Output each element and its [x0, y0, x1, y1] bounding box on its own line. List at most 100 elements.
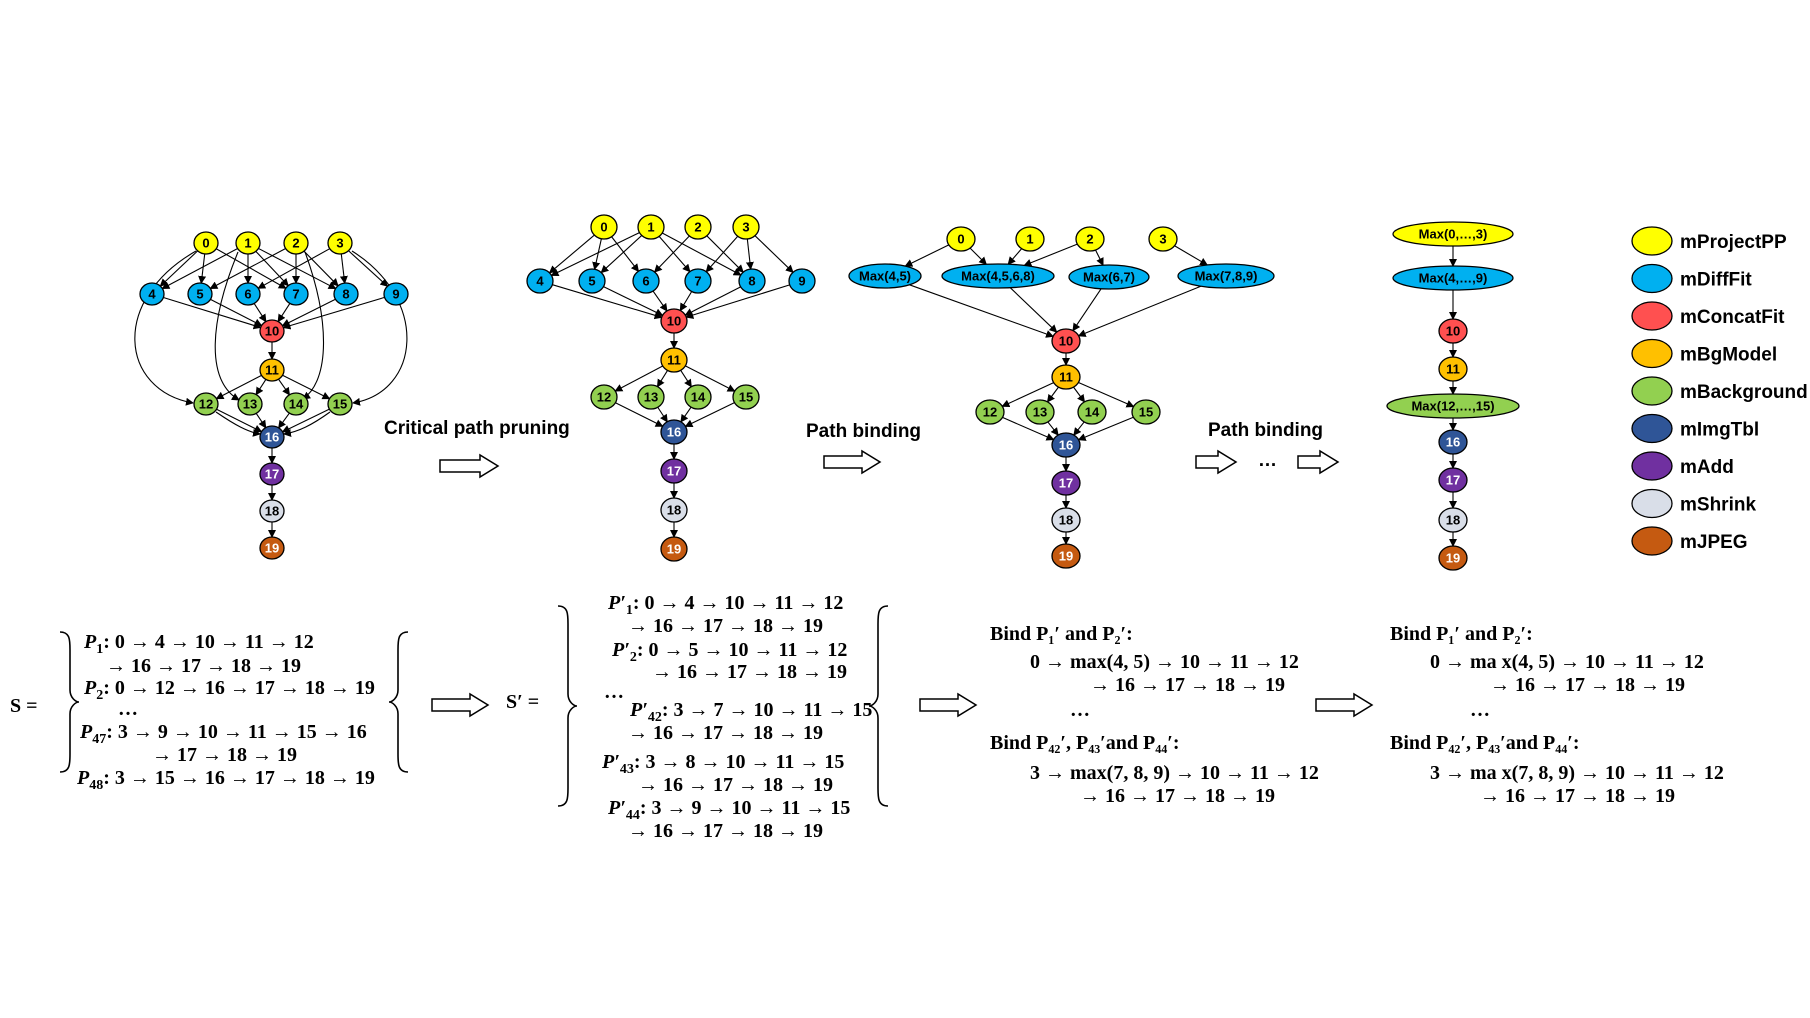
legend-item-mbackground: mBackground	[1631, 376, 1808, 406]
g3-node-18: 18	[1051, 507, 1081, 533]
svg-text:10: 10	[265, 324, 279, 339]
svg-text:11: 11	[265, 363, 279, 378]
svg-text:19: 19	[1059, 549, 1073, 564]
g1-node-12: 12	[193, 392, 219, 416]
svg-text:3: 3	[336, 236, 343, 251]
svg-text:18: 18	[265, 504, 279, 519]
svg-text:19: 19	[1446, 551, 1460, 566]
svg-text:11: 11	[1059, 370, 1073, 385]
formula-s-line-7: P48: 3 → 15 → 16 → 17 → 18 → 19	[76, 767, 375, 793]
g2-node-5: 5	[578, 268, 606, 294]
g1-node-14: 14	[283, 392, 309, 416]
arrow-binding-1	[823, 449, 882, 475]
svg-text:14: 14	[691, 390, 706, 405]
svg-text:16: 16	[265, 430, 279, 445]
g3-node-3: 3	[1148, 226, 1178, 252]
legend-item-mshrink: mShrink	[1631, 488, 1756, 519]
legend-item-mjpeg: mJPEG	[1631, 526, 1748, 556]
svg-text:1: 1	[1026, 232, 1033, 247]
svg-text:13: 13	[644, 390, 658, 405]
svg-text:Max(7,8,9): Max(7,8,9)	[1195, 269, 1258, 284]
svg-text:6: 6	[642, 274, 649, 289]
svg-text:16: 16	[667, 425, 681, 440]
g4-node-18: 18	[1438, 507, 1468, 533]
g1-node-5: 5	[187, 282, 213, 306]
formula-s-line-1: P1: 0 → 4 → 10 → 11 → 12	[83, 631, 314, 657]
g2-node-17: 17	[660, 458, 688, 484]
svg-text:13: 13	[243, 397, 257, 412]
legend-swatch	[1631, 338, 1673, 369]
svg-text:17: 17	[265, 467, 279, 482]
svg-text:16: 16	[1059, 438, 1073, 453]
svg-text:12: 12	[597, 390, 611, 405]
g3-node-13: 13	[1025, 399, 1055, 425]
svg-text:16: 16	[1446, 435, 1460, 450]
bind-block-2-line-2: → 16 → 17 → 18 → 19	[1490, 674, 1685, 696]
legend-label: mDiffFit	[1680, 270, 1752, 291]
bind-block-2-line-4: 3 → ma x(7, 8, 9) → 10 → 11 → 12	[1430, 762, 1724, 784]
label-critical-path-pruning: Critical path pruning	[384, 418, 570, 439]
svg-text:17: 17	[1059, 476, 1073, 491]
legend-label: mJPEG	[1680, 532, 1748, 553]
g2-node-6: 6	[632, 268, 660, 294]
bind-block-1-line-4: 3 → max(7, 8, 9) → 10 → 11 → 12	[1030, 762, 1319, 784]
bind-block-2-line-1: 0 → ma x(4, 5) → 10 → 11 → 12	[1430, 651, 1704, 673]
svg-text:Max(4,5,6,8): Max(4,5,6,8)	[961, 269, 1035, 284]
formula-s-line-6: → 17 → 18 → 19	[152, 744, 297, 766]
svg-text:14: 14	[1085, 405, 1100, 420]
bind-block-1-heading-1: Bind P₁′ and P₂′:	[990, 623, 1133, 645]
arrow-formula-1	[431, 692, 490, 718]
svg-text:17: 17	[667, 464, 681, 479]
svg-text:1: 1	[244, 236, 251, 251]
g1-node-19: 19	[259, 536, 285, 560]
g3-merged-node-1: Max(4,5)	[848, 263, 922, 289]
svg-text:14: 14	[289, 397, 304, 412]
formula-sprime-line-8: P′43: 3 → 8 → 10 → 11 → 15	[601, 751, 844, 777]
svg-text:10: 10	[667, 314, 681, 329]
g1-node-13: 13	[237, 392, 263, 416]
label-ellipsis: …	[1258, 450, 1277, 471]
g3-node-15: 15	[1131, 399, 1161, 425]
g3-node-11: 11	[1051, 364, 1081, 390]
legend-swatch	[1631, 226, 1673, 256]
brace-sprime-right	[868, 605, 889, 807]
formula-sprime-line-6: P′42: 3 → 7 → 10 → 11 → 15	[629, 699, 872, 725]
svg-text:5: 5	[588, 274, 595, 289]
legend-swatch	[1631, 451, 1673, 481]
legend-label: mImgTbl	[1680, 420, 1759, 441]
legend-label: mBgModel	[1680, 345, 1777, 366]
g1-node-10: 10	[259, 319, 285, 343]
g4-node-19: 19	[1438, 545, 1468, 571]
svg-text:10: 10	[1446, 324, 1460, 339]
g1-node-9: 9	[383, 282, 409, 306]
bind-block-1-heading-2: Bind P₄₂′, P₄₃′and P₄₄′:	[990, 732, 1180, 754]
svg-text:5: 5	[196, 287, 203, 302]
formula-sprime-line-5: …	[604, 681, 624, 703]
svg-text:11: 11	[667, 353, 681, 368]
formula-s-line-2: → 16 → 17 → 18 → 19	[106, 655, 301, 677]
svg-text:17: 17	[1446, 473, 1460, 488]
g2-node-15: 15	[732, 384, 760, 410]
g3-merged-node-4: Max(7,8,9)	[1177, 263, 1275, 289]
g4-merged-top: Max(0,…,3)	[1392, 221, 1514, 247]
bind-block-2-line-3: …	[1470, 699, 1490, 721]
svg-text:18: 18	[667, 503, 681, 518]
svg-text:7: 7	[292, 287, 299, 302]
formula-s-line-4: …	[118, 698, 138, 720]
svg-text:2: 2	[292, 236, 299, 251]
g1-node-2: 2	[283, 231, 309, 255]
g3-node-17: 17	[1051, 470, 1081, 496]
g4-node-11: 11	[1438, 356, 1468, 382]
g1-node-1: 1	[235, 231, 261, 255]
g1-node-17: 17	[259, 462, 285, 486]
legend-item-mdifffit: mDiffFit	[1631, 263, 1752, 294]
svg-text:0: 0	[600, 220, 607, 235]
g3-node-10: 10	[1051, 328, 1081, 354]
svg-text:Max(6,7): Max(6,7)	[1083, 270, 1135, 285]
bind-block-1-line-2: → 16 → 17 → 18 → 19	[1090, 674, 1285, 696]
g2-node-2: 2	[684, 214, 712, 240]
g4-node-10: 10	[1438, 318, 1468, 344]
svg-text:18: 18	[1446, 513, 1460, 528]
svg-text:1: 1	[647, 220, 654, 235]
g2-node-10: 10	[660, 308, 688, 334]
